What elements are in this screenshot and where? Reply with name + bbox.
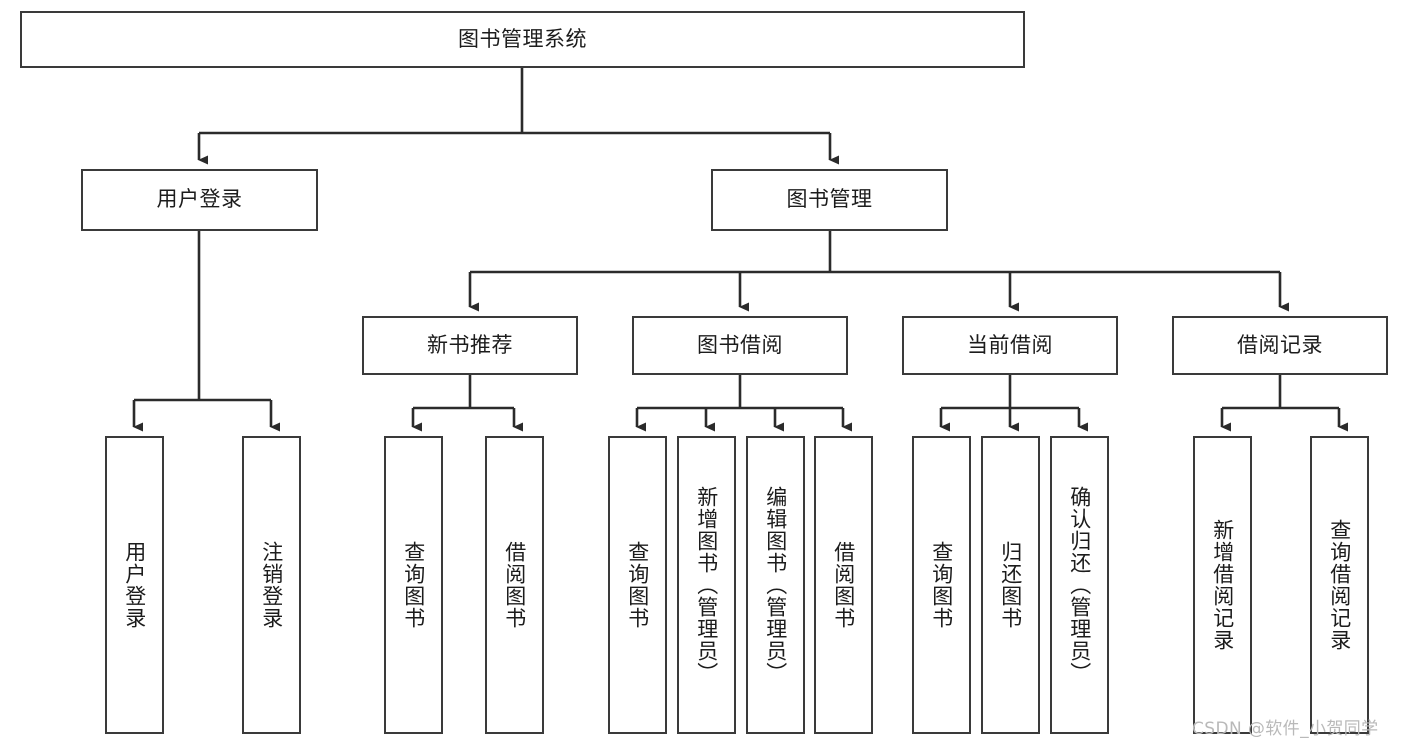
node-root[interactable]: 图书管理系统 [20,11,1025,68]
node-leaf-return-book[interactable]: 归还图书 [981,436,1040,734]
node-borrow-record-label: 借阅记录 [1237,332,1323,357]
watermark: CSDN @软件_小贺同学 [1192,719,1379,739]
node-leaf-edit-book[interactable]: 编辑图书（管理员） [746,436,805,734]
node-leaf-add-book-label: 新增图书（管理员） [694,486,719,684]
node-leaf-return-book-label: 归还图书 [998,541,1023,629]
node-leaf-user-logout[interactable]: 注销登录 [242,436,301,734]
node-leaf-query-book-1[interactable]: 查询图书 [384,436,443,734]
node-user-login[interactable]: 用户登录 [81,169,318,231]
node-leaf-query-book-2-label: 查询图书 [625,541,650,629]
node-borrow-record[interactable]: 借阅记录 [1172,316,1388,375]
node-root-label: 图书管理系统 [458,26,587,51]
node-leaf-add-book[interactable]: 新增图书（管理员） [677,436,736,734]
node-leaf-user-logout-label: 注销登录 [259,541,284,629]
node-leaf-add-record-label: 新增借阅记录 [1210,519,1235,651]
node-leaf-confirm-return-label: 确认归还（管理员） [1067,486,1092,684]
node-leaf-borrow-book-1[interactable]: 借阅图书 [485,436,544,734]
node-book-manage[interactable]: 图书管理 [711,169,948,231]
node-leaf-query-book-2[interactable]: 查询图书 [608,436,667,734]
node-leaf-confirm-return[interactable]: 确认归还（管理员） [1050,436,1109,734]
node-new-book-rec[interactable]: 新书推荐 [362,316,578,375]
node-current-borrow[interactable]: 当前借阅 [902,316,1118,375]
node-leaf-query-book-1-label: 查询图书 [401,541,426,629]
node-leaf-add-record[interactable]: 新增借阅记录 [1193,436,1252,734]
node-leaf-user-login[interactable]: 用户登录 [105,436,164,734]
node-leaf-edit-book-label: 编辑图书（管理员） [763,486,788,684]
node-book-borrow-label: 图书借阅 [697,332,783,357]
node-leaf-query-record[interactable]: 查询借阅记录 [1310,436,1369,734]
node-new-book-rec-label: 新书推荐 [427,332,513,357]
node-user-login-label: 用户登录 [156,187,243,212]
node-leaf-borrow-book-2[interactable]: 借阅图书 [814,436,873,734]
node-leaf-borrow-book-2-label: 借阅图书 [831,541,856,629]
node-leaf-borrow-book-1-label: 借阅图书 [502,541,527,629]
node-leaf-user-login-label: 用户登录 [122,541,147,629]
node-book-borrow[interactable]: 图书借阅 [632,316,848,375]
node-leaf-query-book-3[interactable]: 查询图书 [912,436,971,734]
node-book-manage-label: 图书管理 [786,187,873,212]
node-leaf-query-book-3-label: 查询图书 [929,541,954,629]
node-current-borrow-label: 当前借阅 [967,332,1053,357]
node-leaf-query-record-label: 查询借阅记录 [1327,519,1352,651]
